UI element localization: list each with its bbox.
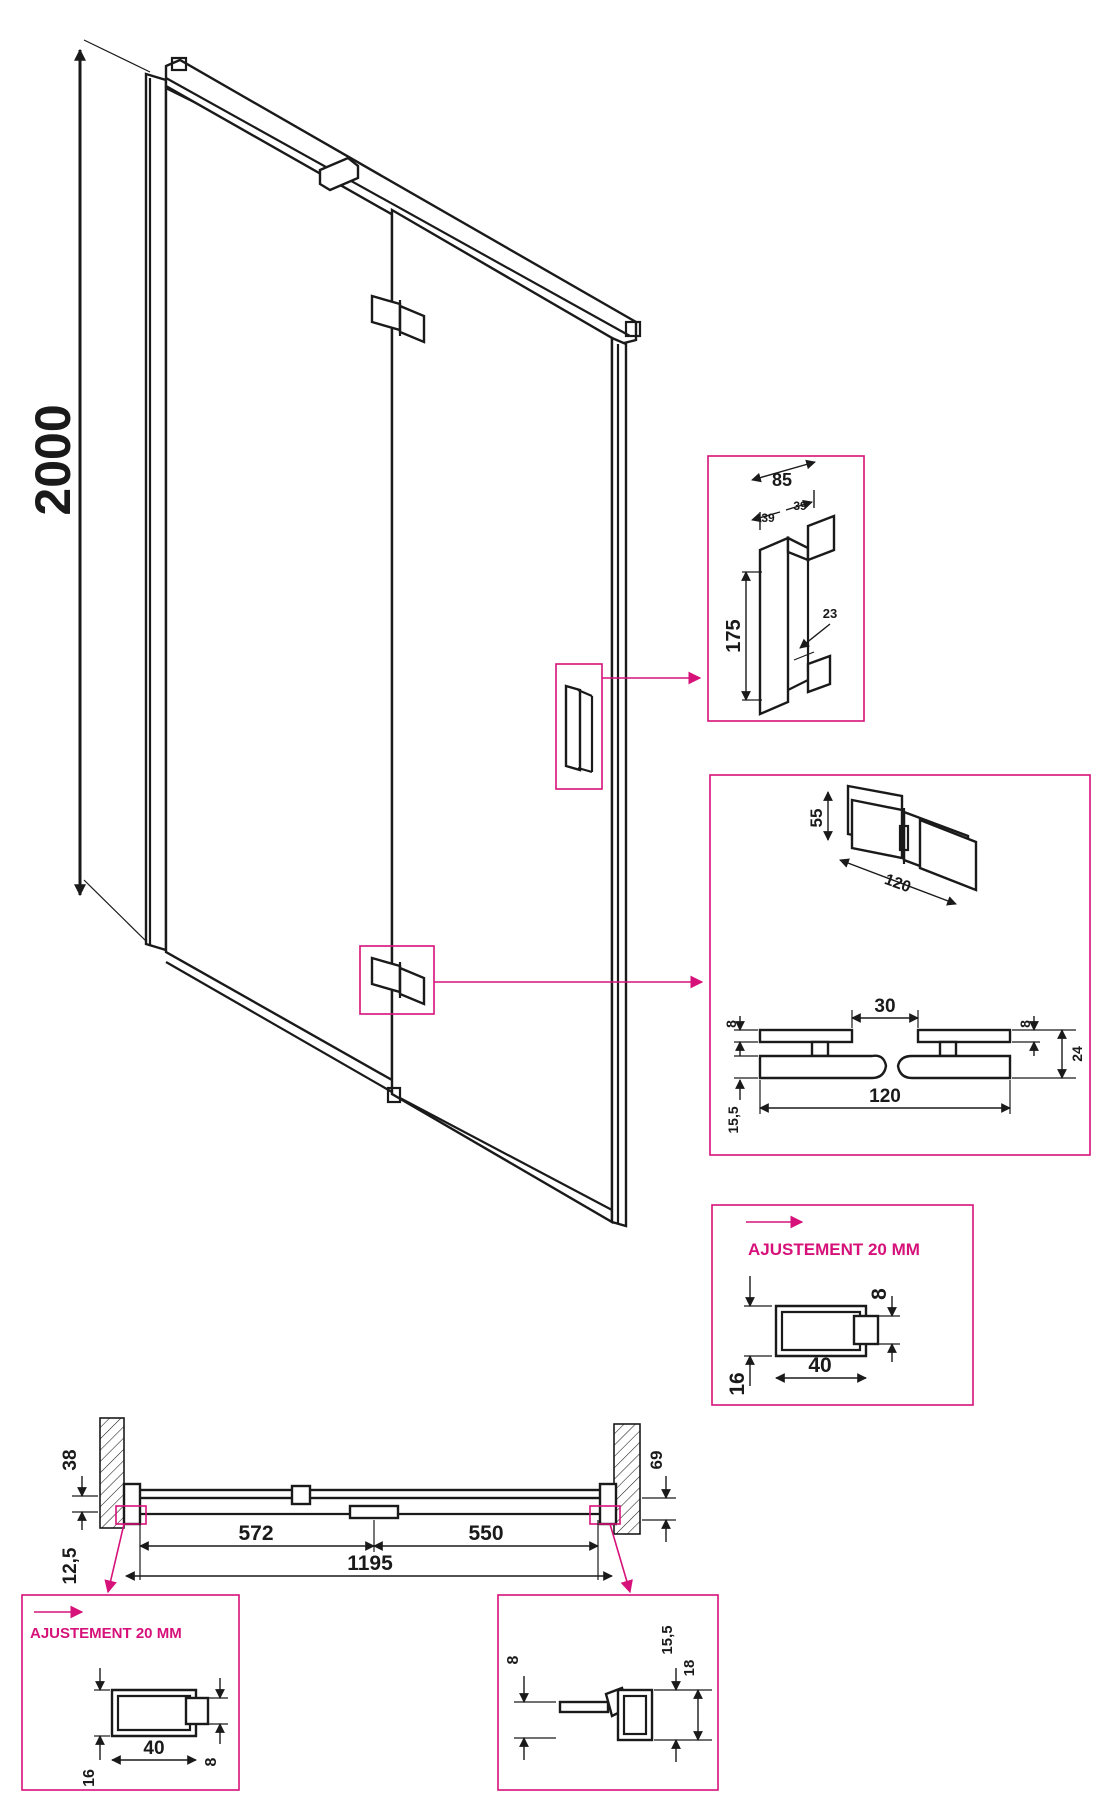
hinge-gap: 30 xyxy=(874,996,895,1017)
hinge-total-right: 24 xyxy=(1069,1046,1085,1062)
plan-right-top: 69 xyxy=(647,1451,666,1470)
plan-glass xyxy=(124,1488,614,1500)
plan-left-adjust-label: AJUSTEMENT 20 MM xyxy=(30,1625,182,1642)
plan-left-bottom: 12,5 xyxy=(60,1547,81,1584)
profile-adjust-label: AJUSTEMENT 20 MM xyxy=(748,1240,920,1259)
plan-right-detail: 8 15,5 18 xyxy=(497,1594,719,1791)
plan-right-detail-box xyxy=(497,1594,719,1791)
hinge-bottom xyxy=(370,956,426,1006)
plan-left-top: 38 xyxy=(60,1449,81,1470)
hinge-detail-box xyxy=(709,774,1091,1156)
handle-diameter: 23 xyxy=(823,606,837,621)
hinge-top xyxy=(370,294,426,344)
profile-gap: 8 xyxy=(868,1288,891,1300)
hinge-length: 120 xyxy=(882,871,913,896)
height-label: 2000 xyxy=(25,404,81,515)
handle-detail: 85 39 39 175 23 xyxy=(707,455,865,722)
handle-half-left: 39 xyxy=(761,511,775,525)
profile-detail: AJUSTEMENT 20 MM 16 40 8 xyxy=(711,1204,974,1406)
hinge-top-left: 8 xyxy=(723,1020,739,1028)
handle-height: 175 xyxy=(723,619,745,652)
plan-right-total: 18 xyxy=(681,1660,698,1677)
plan-right-top: 15,5 xyxy=(659,1625,676,1654)
plan-left-gap: 8 xyxy=(203,1757,220,1766)
handle-half-right: 39 xyxy=(793,499,807,513)
plan-seg-right: 550 xyxy=(468,1522,503,1545)
plan-seg-left: 572 xyxy=(238,1522,273,1545)
height-dimension: 2000 xyxy=(25,39,151,946)
door-handle xyxy=(564,684,594,774)
plan-left-width: 40 xyxy=(143,1738,164,1759)
rail-clamp xyxy=(318,156,360,192)
plan-right-left: 8 xyxy=(505,1655,522,1664)
profile-width: 40 xyxy=(808,1354,831,1377)
hinge-detail: 55 120 30 8 8 24 15,5 120 xyxy=(709,774,1091,1156)
hinge-top-right: 8 xyxy=(1017,1020,1033,1028)
profile-detail-box xyxy=(711,1204,974,1406)
hinge-bottom-length: 120 xyxy=(869,1086,901,1107)
hinge-bottom-left: 15,5 xyxy=(725,1106,741,1133)
handle-width: 85 xyxy=(772,470,792,490)
plan-left-detail-box xyxy=(21,1594,240,1791)
hinge-height: 55 xyxy=(807,809,826,828)
plan-total: 1195 xyxy=(347,1552,393,1575)
hinge-callout-box xyxy=(359,945,435,1015)
plan-left-height: 16 xyxy=(81,1769,98,1787)
right-wall xyxy=(613,1423,641,1535)
fixed-glass-panel xyxy=(164,86,394,1083)
plan-view: 38 12,5 69 572 550 1195 xyxy=(60,1417,676,1594)
handle-detail-box xyxy=(707,455,865,722)
plan-left-detail: AJUSTEMENT 20 MM 16 40 8 xyxy=(21,1594,240,1791)
profile-height: 16 xyxy=(726,1372,749,1395)
handle-callout-box xyxy=(555,663,603,790)
left-wall xyxy=(99,1417,125,1529)
door-isometric-view: 2000 xyxy=(25,39,704,1228)
